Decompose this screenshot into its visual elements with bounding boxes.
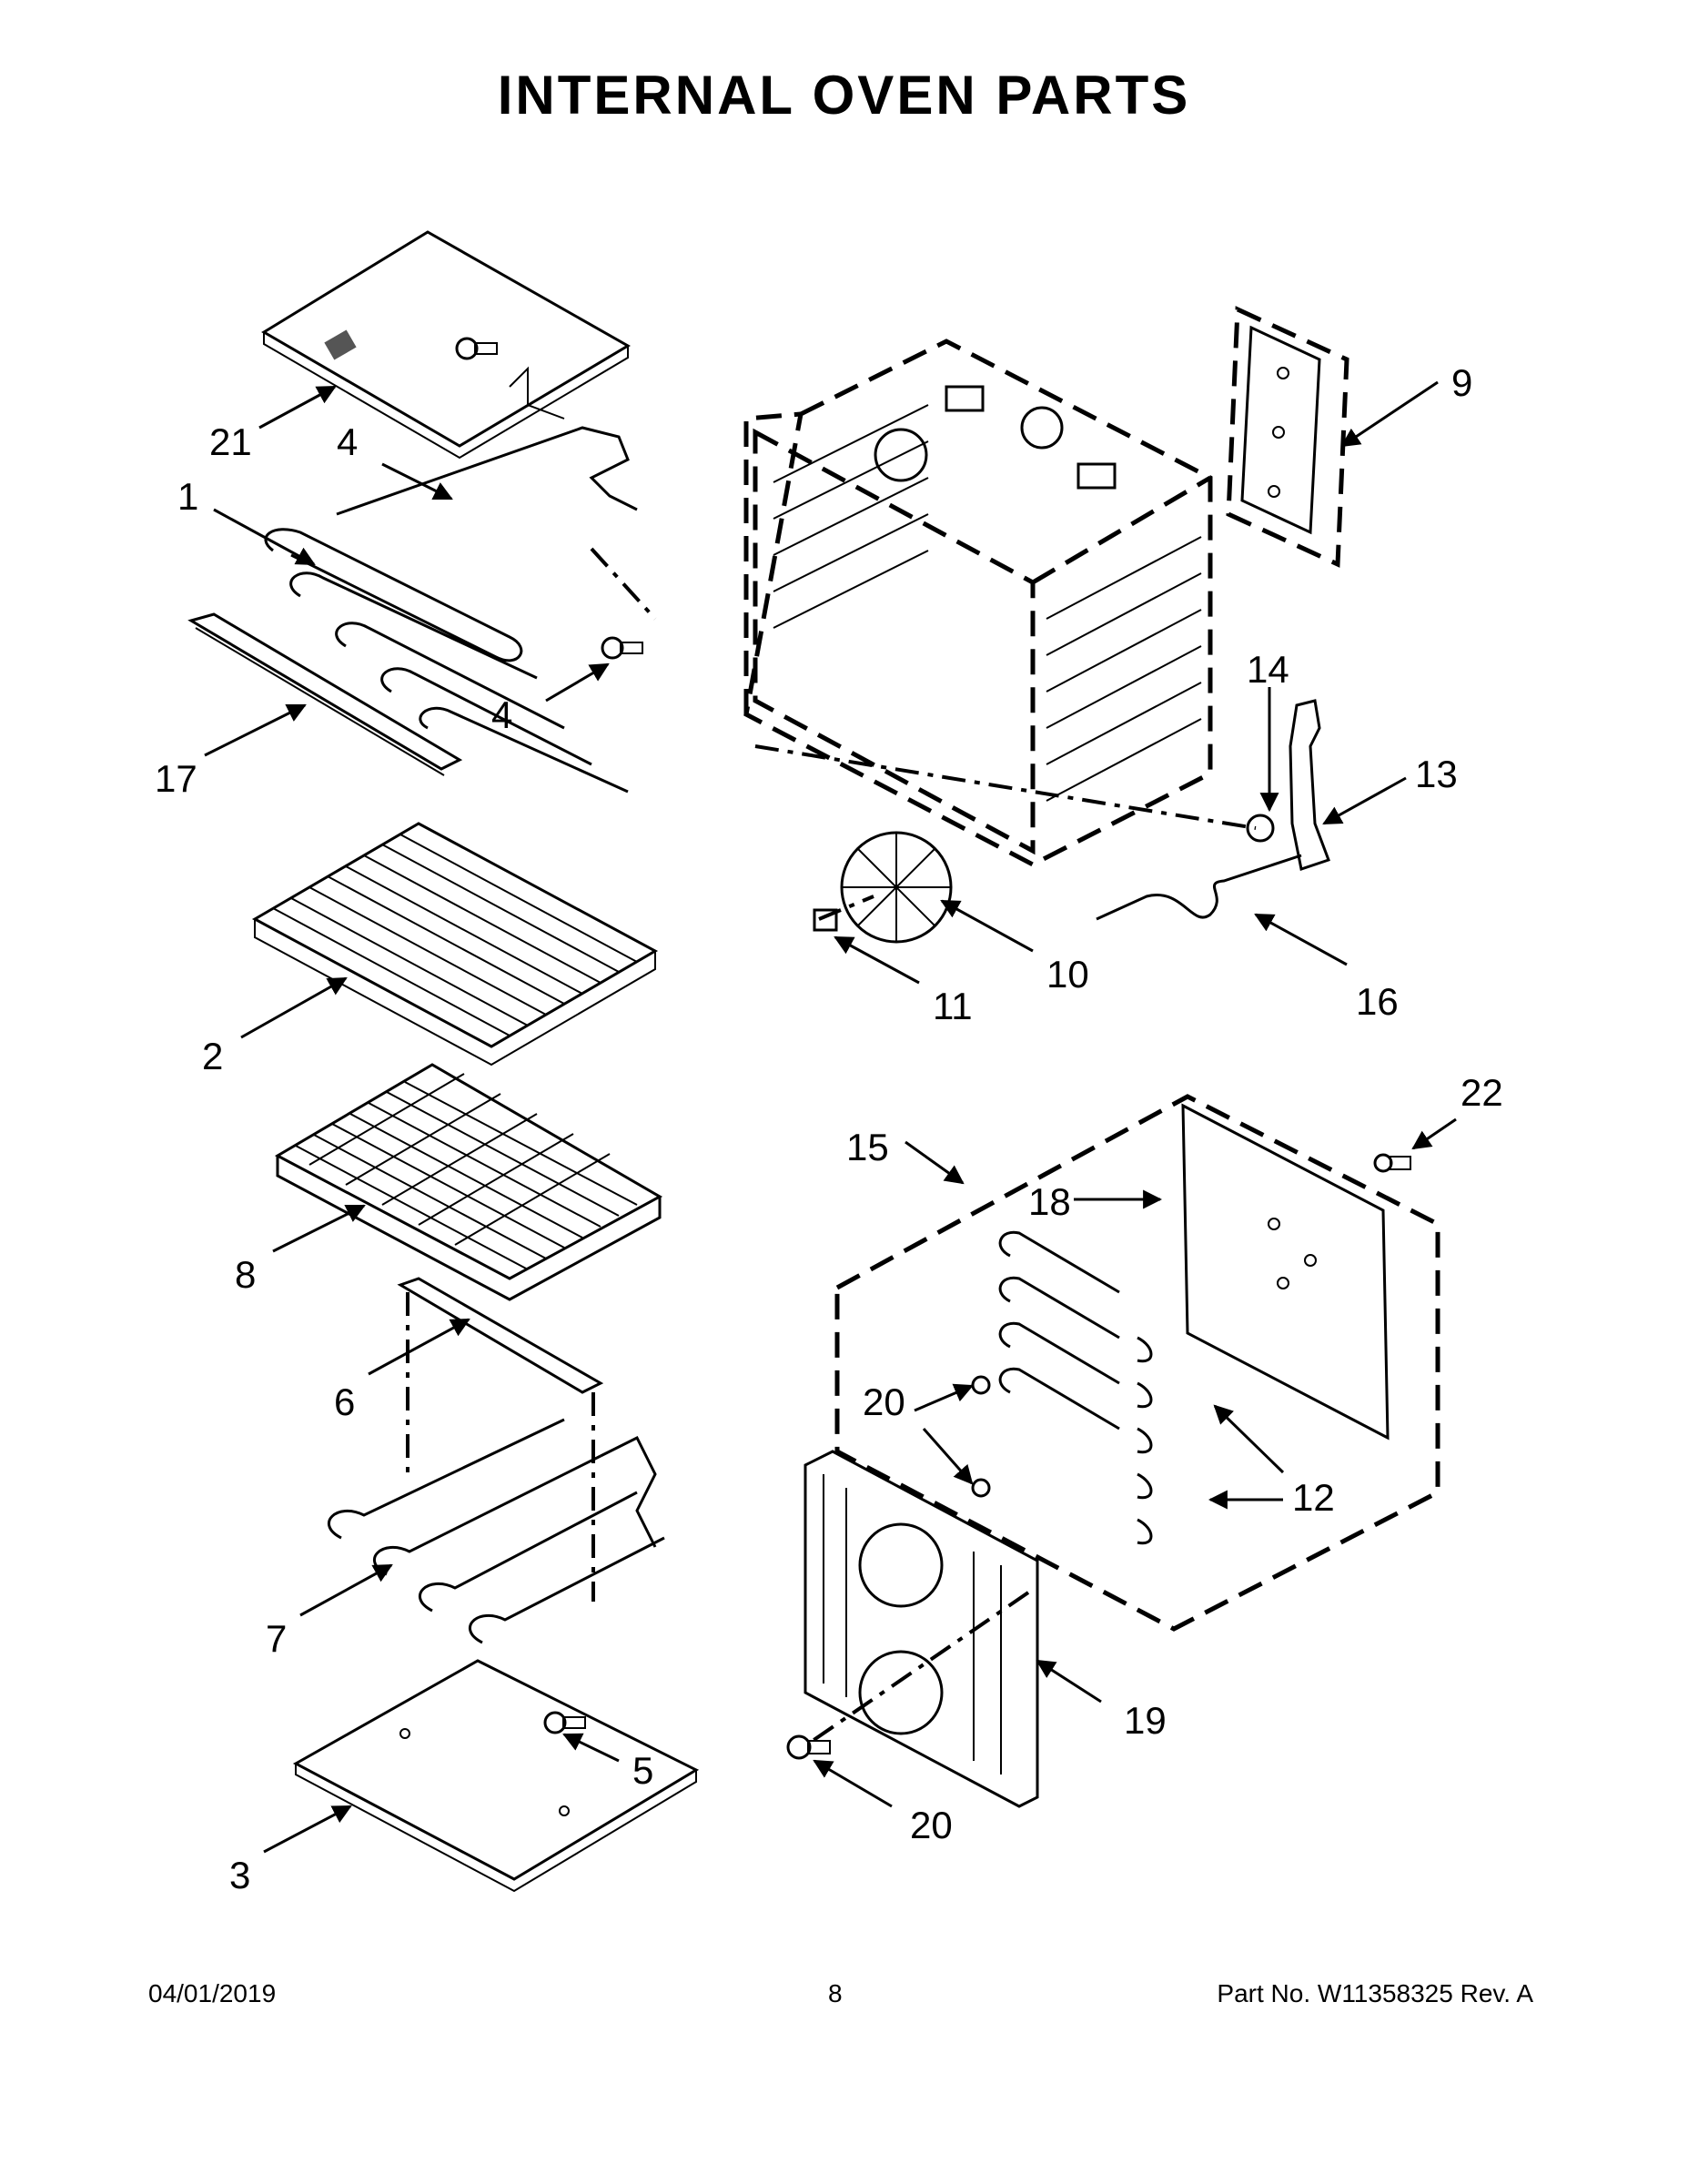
callout-5: 5 [632,1749,653,1792]
part-12-convection-element [998,1230,1153,1545]
part-5-screw [543,1711,586,1734]
callout-4-lower: 4 [491,693,512,736]
part-9-hinge-bracket [1226,306,1349,568]
callout-2: 2 [202,1035,223,1077]
oven-cavity [743,339,1213,867]
part-19-fan-cover [804,1450,1039,1808]
callout-4-upper: 4 [337,420,358,463]
part-4-screws [455,337,657,660]
callout-22: 22 [1461,1071,1503,1114]
part-21-top-panel [261,230,631,460]
part-17-deflector [187,612,463,776]
part-8-rolling-rack [274,1063,663,1301]
page-title: INTERNAL OVEN PARTS [497,65,1191,126]
callout-6: 6 [334,1380,355,1423]
callout-21: 21 [209,420,252,463]
callout-15: 15 [846,1126,889,1168]
callout-9: 9 [1451,361,1472,404]
callout-8: 8 [235,1253,256,1296]
part-16-temp-sensor [1096,854,1302,921]
callout-11: 11 [933,985,973,1027]
callout-1: 1 [177,475,198,518]
part-6-bake-element-cover [397,1277,604,1602]
callout-3: 3 [229,1854,250,1896]
footer-date: 04/01/2019 [148,1979,277,2007]
part-2-oven-rack [251,822,659,1067]
callout-12: 12 [1292,1476,1335,1519]
part-11-fan-nut [813,908,838,932]
callout-20-lower: 20 [910,1804,953,1846]
part-3-bottom-panel [292,1659,700,1893]
callout-14: 14 [1247,648,1289,691]
part-14-nut [1246,814,1275,843]
part-22-screw [1373,1153,1411,1173]
footer-page-number: 8 [828,1979,843,2007]
callout-20-upper: 20 [863,1380,905,1423]
footer-part-number: Part No. W11358325 Rev. A [1217,1979,1533,2007]
callout-7: 7 [266,1617,287,1660]
callout-16: 16 [1356,980,1399,1023]
callout-18: 18 [1028,1180,1071,1223]
part-7-bake-element [328,1418,665,1644]
callout-leaders [204,380,1457,1854]
callout-labels: 21 4 1 4 17 2 8 6 7 5 3 9 14 13 10 11 16… [155,361,1503,1896]
part-15-convection-assembly [834,1094,1440,1632]
callout-13: 13 [1415,753,1458,795]
callout-17: 17 [155,757,197,800]
part-1-broil-element [264,366,638,794]
part-13-motor-bracket [1289,699,1330,871]
part-18-back-plate [1181,1103,1390,1441]
callout-19: 19 [1124,1699,1167,1742]
part-10-fan-blade [754,744,1257,944]
callout-10: 10 [1046,953,1089,996]
